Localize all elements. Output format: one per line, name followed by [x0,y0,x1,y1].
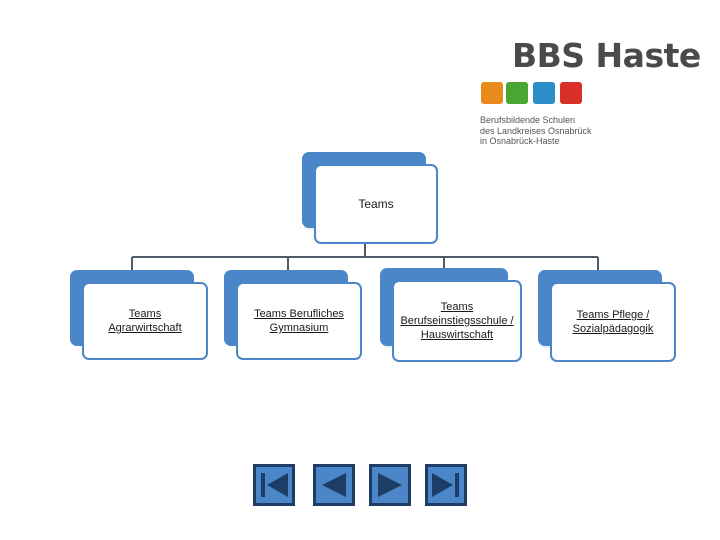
org-node-agrarwirtschaft[interactable]: Teams Agrarwirtschaft [70,270,210,360]
logo-subtitle-line: des Landkreises Osnabrück [480,125,592,136]
node-label[interactable]: Teams Berufliches Gymnasium [254,308,344,334]
node-card[interactable]: Teams [304,154,438,244]
logo-square-orange [481,82,503,104]
logo-title: BBS Haste [512,36,701,75]
last-slide-icon [425,464,467,506]
logo-square-red [560,82,582,104]
org-node-root[interactable]: Teams [302,152,442,244]
next-slide-button[interactable] [368,463,412,507]
first-slide-icon [253,464,295,506]
logo-subtitle-line: Berufsbildende Schulen [480,115,576,125]
node-card[interactable]: Teams Pflege / Sozialpädagogik [540,272,676,362]
first-slide-button[interactable] [252,463,296,507]
node-card[interactable]: Teams Berufseinstiegsschule / Hauswirtsc… [382,270,522,362]
logo-square-green [506,82,528,104]
node-label[interactable]: Teams Pflege / Sozialpädagogik [572,309,654,335]
org-node-berufseinstiegsschule[interactable]: Teams Berufseinstiegsschule / Hauswirtsc… [380,268,524,362]
node-card[interactable]: Teams Berufliches Gymnasium [226,272,362,360]
node-label[interactable]: Teams Agrarwirtschaft [108,308,182,334]
org-node-berufliches-gymnasium[interactable]: Teams Berufliches Gymnasium [224,270,364,360]
previous-slide-icon [313,464,355,506]
org-node-pflege-sozialpaedagogik[interactable]: Teams Pflege / Sozialpädagogik [538,270,678,362]
node-card[interactable]: Teams Agrarwirtschaft [72,272,208,360]
logo-square-blue [533,82,555,104]
last-slide-button[interactable] [424,463,468,507]
node-label[interactable]: Teams Berufseinstiegsschule / Hauswirtsc… [400,301,514,341]
node-label: Teams [358,197,394,211]
previous-slide-button[interactable] [312,463,356,507]
logo-subtitle: Berufsbildende Schulen des Landkreises O… [480,115,592,147]
logo-subtitle-line: in Osnabrück-Haste [480,136,560,146]
next-slide-icon [369,464,411,506]
